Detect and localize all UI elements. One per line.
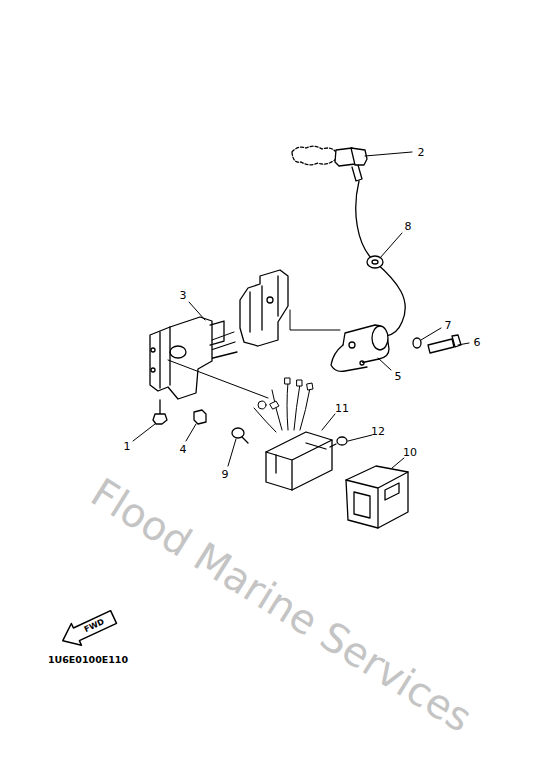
watermark: Flood Marine Services (85, 472, 479, 739)
screw (232, 428, 248, 443)
bolt (153, 400, 167, 424)
callout-number: 3 (180, 290, 187, 301)
wire-harness (254, 378, 313, 432)
callout-number: 9 (222, 469, 229, 480)
callout-number: 7 (445, 320, 452, 331)
callout-number: 11 (335, 403, 349, 414)
clip (194, 410, 206, 424)
callout-number: 6 (474, 337, 481, 348)
screw (330, 437, 347, 447)
plug-cap (292, 146, 367, 181)
ht-wire (356, 181, 405, 336)
callout-number: 1 (124, 441, 131, 452)
cdi-cover (346, 466, 408, 528)
cdi-unit (266, 432, 332, 490)
callout-number: 8 (405, 221, 412, 232)
callout-number: 10 (403, 447, 417, 458)
callout-number: 2 (418, 147, 425, 158)
washer (413, 338, 421, 348)
fwd-arrow (58, 606, 119, 651)
callout-number: 5 (395, 371, 402, 382)
stator-bracket (150, 317, 224, 399)
mounting-plate (205, 270, 288, 360)
callout-number: 12 (371, 426, 385, 437)
leader-lines (133, 152, 469, 468)
bolt (428, 335, 461, 353)
callout-number: 4 (180, 444, 187, 455)
ignition-coil (331, 325, 389, 371)
figure-code: 1U6E0100E110 (48, 655, 128, 665)
